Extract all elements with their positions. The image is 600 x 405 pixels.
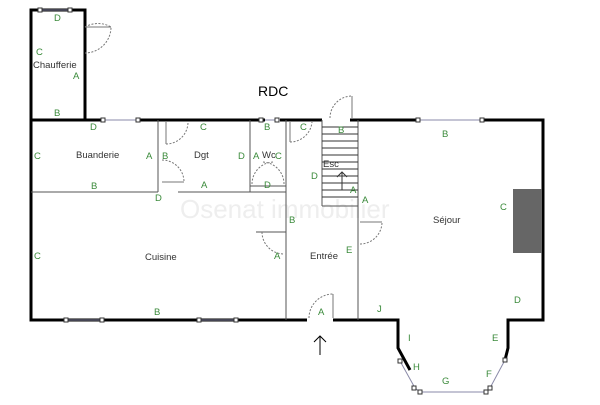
plan-title: RDC <box>258 83 288 99</box>
watermark: Osenat immobilier <box>180 194 390 224</box>
wall-label: A <box>362 195 369 206</box>
wall-label: H <box>413 362 420 373</box>
wall-label: B <box>264 122 270 133</box>
room-wc: Wc <box>262 150 276 161</box>
wall-label: A <box>73 71 80 82</box>
stairs <box>322 126 358 198</box>
room-esc: Esc <box>323 159 339 170</box>
wall-label: C <box>275 151 282 162</box>
wall-label: A <box>253 151 260 162</box>
wall-label: D <box>514 295 521 306</box>
wall-label: D <box>238 151 245 162</box>
wall-label: B <box>289 215 295 226</box>
wall-label: A <box>350 185 357 196</box>
chaufferie-walls <box>29 7 112 120</box>
fireplace <box>513 189 542 253</box>
wall-label: F <box>486 369 492 380</box>
wall-label: C <box>34 251 41 262</box>
room-sejour: Séjour <box>433 215 460 226</box>
wall-label: B <box>91 181 97 192</box>
wall-label: I <box>408 333 411 344</box>
wall-label: E <box>492 333 498 344</box>
room-cuisine: Cuisine <box>145 252 177 263</box>
wall-label: A <box>146 151 153 162</box>
doors <box>161 95 383 319</box>
wall-label: C <box>36 47 43 58</box>
room-entree: Entrée <box>310 251 338 262</box>
wall-label: A <box>318 307 325 318</box>
wall-label: B <box>154 307 160 318</box>
wall-label: D <box>155 193 162 204</box>
wall-label: G <box>442 376 449 387</box>
wall-label: A <box>201 180 208 191</box>
wall-label: D <box>311 171 318 182</box>
wall-label: E <box>346 245 352 256</box>
wall-label: C <box>500 202 507 213</box>
wall-label: C <box>300 122 307 133</box>
wall-label: D <box>90 122 97 133</box>
room-buanderie: Buanderie <box>76 150 119 161</box>
wall-label: A <box>274 251 281 262</box>
entrance-arrow-icon <box>313 335 327 355</box>
wall-label: B <box>54 108 60 119</box>
wall-label: C <box>34 151 41 162</box>
room-dgt: Dgt <box>194 150 209 161</box>
wall-label: B <box>338 125 344 136</box>
wall-label: J <box>377 304 382 315</box>
wall-label: B <box>442 129 448 140</box>
interior-walls <box>31 120 359 320</box>
wall-label: B <box>162 151 168 162</box>
outer-walls <box>29 117 545 395</box>
wall-label: D <box>54 13 61 24</box>
room-chaufferie: Chaufferie <box>33 60 77 71</box>
wall-label: C <box>200 122 207 133</box>
wall-label: D <box>264 180 271 191</box>
